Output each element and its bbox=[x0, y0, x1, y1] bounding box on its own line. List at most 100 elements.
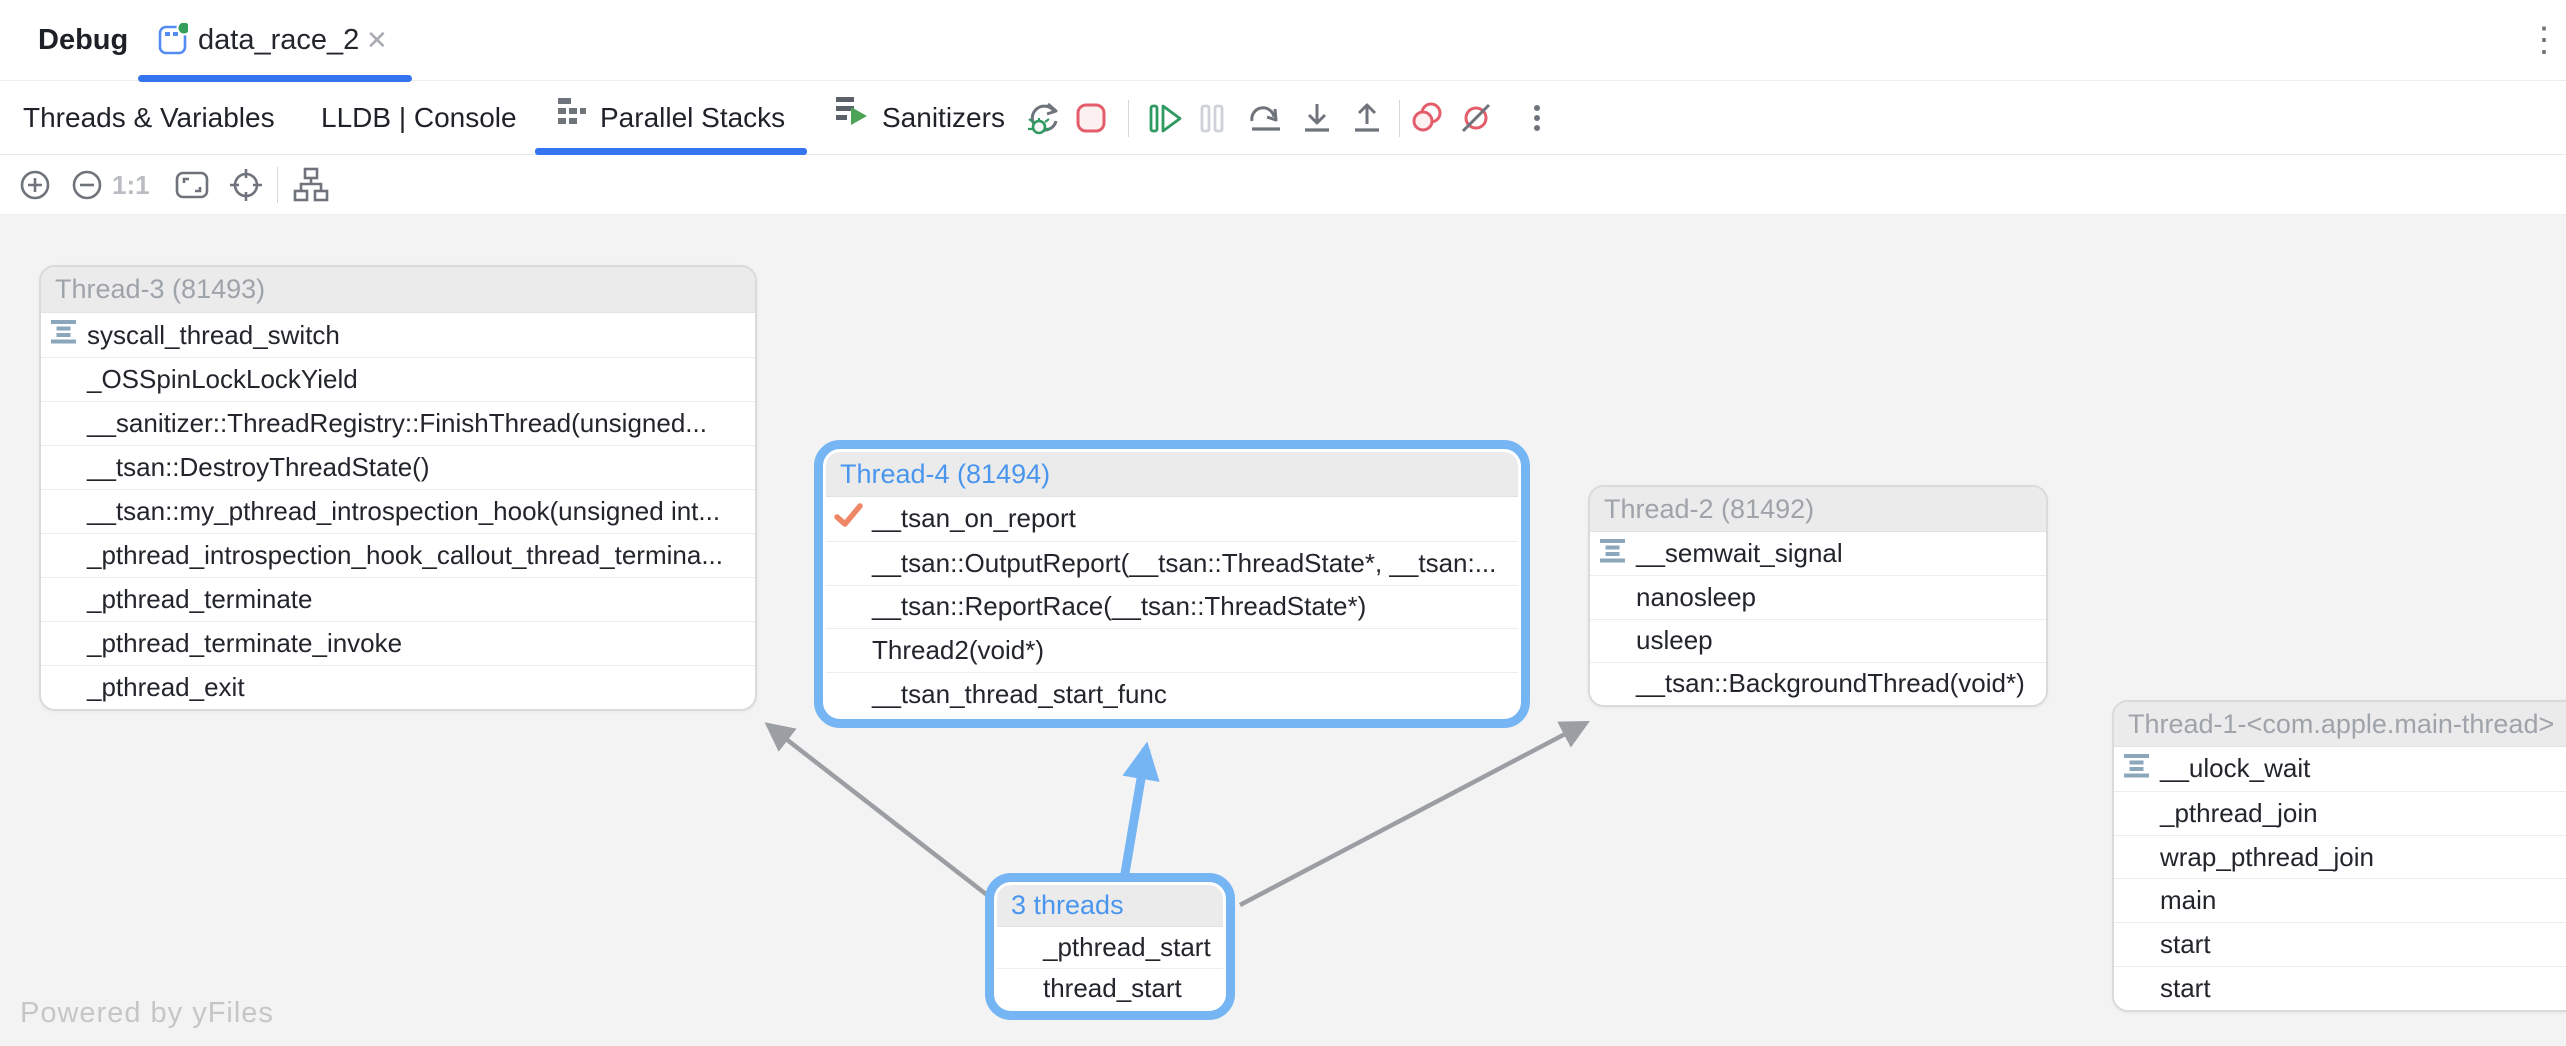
edge-to-thread3 bbox=[764, 722, 1002, 907]
relayout-graph-button[interactable] bbox=[291, 165, 331, 205]
thread-node-thread4[interactable]: Thread-4 (81494)__tsan_on_report__tsan::… bbox=[814, 440, 1530, 728]
pause-button[interactable] bbox=[1192, 98, 1232, 138]
active-view-tab-underline bbox=[535, 148, 807, 155]
stack-frame-label: __tsan::ReportRace(__tsan::ThreadState*) bbox=[872, 591, 1367, 622]
stack-frame[interactable]: __semwait_signal bbox=[1590, 532, 2046, 576]
stack-frame[interactable]: _pthread_start bbox=[997, 927, 1223, 968]
thread-paused-stack-icon bbox=[48, 318, 80, 352]
stack-frame[interactable]: __ulock_wait bbox=[2114, 747, 2566, 791]
debugger-more-kebab-icon[interactable] bbox=[1517, 98, 1557, 138]
stack-frame-label: __tsan::DestroyThreadState() bbox=[87, 452, 430, 482]
parallel-stacks-canvas[interactable]: Thread-3 (81493)syscall_thread_switch_OS… bbox=[0, 215, 2566, 1046]
thread-node-thread2[interactable]: Thread-2 (81492) __semwait_signal nanoslee… bbox=[1588, 485, 2048, 707]
stack-frame[interactable]: __sanitizer::ThreadRegistry::FinishThrea… bbox=[41, 401, 755, 445]
step-out-button[interactable] bbox=[1347, 98, 1387, 138]
step-over-button[interactable] bbox=[1246, 98, 1286, 138]
parallel-stacks-icon bbox=[556, 81, 588, 153]
stack-frame[interactable]: _pthread_exit bbox=[41, 665, 755, 709]
fit-content-button[interactable] bbox=[172, 165, 212, 205]
stack-frame[interactable]: start bbox=[2114, 966, 2566, 1010]
close-tab-icon[interactable]: ✕ bbox=[366, 25, 388, 55]
step-into-button[interactable] bbox=[1297, 98, 1337, 138]
stack-frame[interactable]: __tsan::BackgroundThread(void*) bbox=[1590, 661, 2046, 705]
stack-frame-label: nanosleep bbox=[1636, 581, 1756, 612]
zoom-in-button[interactable] bbox=[15, 165, 55, 205]
stack-frame[interactable]: __tsan_thread_start_func bbox=[826, 672, 1518, 716]
active-tab-underline bbox=[138, 75, 412, 82]
stack-frame[interactable]: __tsan::DestroyThreadState() bbox=[41, 445, 755, 489]
stack-frame[interactable]: __tsan::ReportRace(__tsan::ThreadState*) bbox=[826, 584, 1518, 629]
stack-frame-label: __sanitizer::ThreadRegistry::FinishThrea… bbox=[87, 408, 707, 438]
resume-button[interactable] bbox=[1144, 98, 1184, 138]
stack-frame-label: __semwait_signal bbox=[1636, 538, 1843, 569]
graph-toolbar: 1:1 bbox=[0, 155, 2566, 215]
thread-node-title: 3 threads bbox=[997, 885, 1223, 927]
toolbar-separator bbox=[1128, 100, 1129, 137]
toolbar-separator bbox=[277, 167, 278, 203]
sanitizers-icon bbox=[836, 81, 870, 153]
stack-frame[interactable]: __tsan::OutputReport(__tsan::ThreadState… bbox=[826, 540, 1518, 585]
stack-frame[interactable]: __tsan::my_pthread_introspection_hook(un… bbox=[41, 489, 755, 533]
mute-breakpoints-button[interactable] bbox=[1456, 98, 1496, 138]
stack-frame-label: __tsan::my_pthread_introspection_hook(un… bbox=[87, 496, 721, 526]
rerun-debug-button[interactable] bbox=[1023, 98, 1063, 138]
stack-frame-label: main bbox=[2160, 885, 2217, 916]
stack-frame[interactable]: nanosleep bbox=[1590, 575, 2046, 619]
stack-frame[interactable]: __tsan_on_report bbox=[826, 497, 1518, 541]
yfiles-watermark: Powered by yFiles bbox=[20, 997, 274, 1029]
stack-frame[interactable]: _pthread_join bbox=[2114, 790, 2566, 835]
stack-frame[interactable]: _OSSpinLockLockYield bbox=[41, 357, 755, 401]
actual-size-button[interactable]: 1:1 bbox=[112, 170, 150, 200]
stack-frame-label: wrap_pthread_join bbox=[2160, 841, 2374, 872]
session-tab-data-race-2[interactable]: data_race_2 ✕ bbox=[138, 0, 412, 81]
stack-frame[interactable]: usleep bbox=[1590, 618, 2046, 662]
center-selection-button[interactable] bbox=[226, 165, 266, 205]
stack-frame[interactable]: _pthread_introspection_hook_callout_thre… bbox=[41, 533, 755, 577]
thread-paused-stack-icon bbox=[1597, 537, 1629, 571]
stack-frame[interactable]: wrap_pthread_join bbox=[2114, 834, 2566, 879]
stack-frame-label: Thread2(void*) bbox=[872, 635, 1044, 666]
debugger-view-tabs: Threads & Variables LLDB | Console Paral… bbox=[0, 82, 2566, 155]
thread-node-thread1[interactable]: Thread-1-<com.apple.main-thread>__ulock_… bbox=[2112, 700, 2566, 1012]
tab-sanitizers[interactable]: Sanitizers bbox=[836, 82, 1005, 154]
stack-frame-label: start bbox=[2160, 929, 2211, 960]
stack-frame[interactable]: _pthread_terminate bbox=[41, 577, 755, 621]
stack-frame-label: __tsan_thread_start_func bbox=[872, 679, 1167, 710]
thread-node-title: Thread-4 (81494) bbox=[826, 452, 1518, 497]
tab-parallel-stacks[interactable]: Parallel Stacks bbox=[556, 82, 785, 154]
stack-frame-label: __tsan::OutputReport(__tsan::ThreadState… bbox=[872, 547, 1497, 578]
window-more-kebab-icon[interactable]: ⋮ bbox=[2527, 21, 2561, 59]
stack-frame[interactable]: thread_start bbox=[997, 967, 1223, 1008]
thread-node-thread3[interactable]: Thread-3 (81493)syscall_thread_switch_OS… bbox=[39, 265, 757, 711]
stack-frame-label: _pthread_introspection_hook_callout_thre… bbox=[87, 540, 723, 570]
stack-frame-label: syscall_thread_switch bbox=[87, 319, 340, 350]
tab-threads-variables[interactable]: Threads & Variables bbox=[23, 102, 275, 133]
session-tab-label: data_race_2 bbox=[198, 24, 360, 56]
stack-frame[interactable]: syscall_thread_switch bbox=[41, 313, 755, 357]
stack-frame-label: __tsan::BackgroundThread(void*) bbox=[1636, 668, 2025, 699]
thread-paused-stack-icon bbox=[2121, 752, 2153, 786]
stack-frame-label: __tsan_on_report bbox=[872, 503, 1076, 534]
tool-window-title: Debug bbox=[38, 24, 129, 56]
stack-frame-label: start bbox=[2160, 973, 2211, 1004]
thread-node-group[interactable]: 3 threads_pthread_start thread_start bbox=[985, 873, 1235, 1020]
debug-window-bar: Debug data_race_2 ✕ ⋮ bbox=[0, 0, 2566, 82]
stack-frame[interactable]: start bbox=[2114, 922, 2566, 967]
thread-node-title: Thread-2 (81492) bbox=[1590, 487, 2046, 532]
stack-frame-label: _pthread_terminate bbox=[87, 584, 313, 614]
stack-frame-label: _OSSpinLockLockYield bbox=[87, 364, 358, 394]
tab-lldb-console[interactable]: LLDB | Console bbox=[321, 102, 517, 133]
stack-frame[interactable]: _pthread_terminate_invoke bbox=[41, 621, 755, 665]
stack-frame-label: _pthread_exit bbox=[87, 672, 245, 702]
stack-frame[interactable]: main bbox=[2114, 878, 2566, 923]
current-frame-check-icon bbox=[833, 502, 865, 536]
stack-frame[interactable]: Thread2(void*) bbox=[826, 628, 1518, 673]
stack-frame-label: _pthread_join bbox=[2160, 797, 2318, 828]
view-breakpoints-button[interactable] bbox=[1408, 98, 1448, 138]
stack-frame-label: _pthread_terminate_invoke bbox=[87, 628, 403, 658]
stack-frame-label: usleep bbox=[1636, 625, 1713, 656]
zoom-out-button[interactable] bbox=[67, 165, 107, 205]
stop-button[interactable] bbox=[1071, 98, 1111, 138]
debug-session-tab-icon bbox=[158, 20, 192, 55]
stack-frame-label: thread_start bbox=[1043, 972, 1182, 1003]
